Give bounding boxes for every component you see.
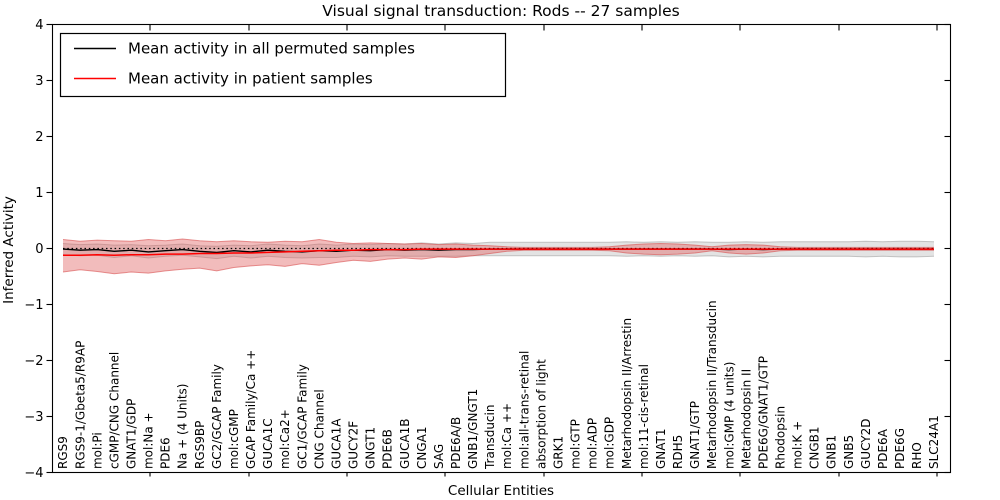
y-tick-label: −3 [24, 410, 43, 425]
patient-mean-line [63, 248, 934, 256]
x-tick-label: mol:Pi [90, 432, 104, 469]
x-tick-label: Metarhodopsin II/Arrestin [620, 318, 634, 469]
x-tick-label: SAG [432, 444, 446, 469]
x-tick-label: GNB1/GNGT1 [466, 389, 480, 469]
x-tick-label: CNG Channel [312, 389, 326, 469]
x-tick-label: mol:GMP (4 units) [722, 362, 736, 469]
band-upper-edge [62, 238, 934, 248]
tick-layer [46, 23, 951, 477]
x-tick-label: mol:all-trans-retinal [517, 351, 531, 469]
x-tick-label: Rhodopsin [774, 406, 788, 469]
x-tick-label: GNB1 [825, 435, 839, 469]
x-tick-label: GUCY2D [859, 419, 873, 469]
legend-label-patient: Mean activity in patient samples [128, 70, 373, 88]
x-tick-label: Transducin [483, 405, 497, 470]
legend-box [59, 32, 507, 98]
x-tick-label: RDH5 [671, 435, 685, 469]
x-tick-label: GUCA1B [398, 418, 412, 469]
y-tick-label: 0 [35, 242, 43, 257]
x-tick-label: Metarhodopsin II [739, 369, 753, 469]
x-tick-label: PDE6A/B [449, 417, 463, 469]
x-tick-label: cGMP/CNG Channel [107, 352, 121, 469]
x-tick-label: absorption of light [534, 359, 548, 469]
x-tick-label: RGS9-1/Gbeta5/R9AP [73, 341, 87, 469]
x-tick-label: mol:GDP [603, 417, 617, 469]
x-tick-label: SLC24A1 [927, 415, 941, 469]
band-upper-edge [62, 240, 935, 247]
y-tick-label: 1 [35, 186, 43, 201]
x-tick-label: GRK1 [552, 436, 566, 469]
x-tick-label: CNGA1 [415, 427, 429, 470]
x-axis-label: Cellular Entities [448, 483, 554, 499]
x-tick-label: mol:ADP [586, 418, 600, 469]
x-tick-label: GUCY2F [347, 421, 361, 469]
x-tick-label: PDE6G [893, 428, 907, 469]
legend: Mean activity in all permuted samples Me… [59, 32, 507, 98]
y-axis-label: Inferred Activity [1, 196, 17, 304]
x-tick-label: GC2/GCAP Family [210, 364, 224, 469]
x-tick-label: GNB5 [842, 435, 856, 469]
x-tick-label: mol:GTP [569, 419, 583, 469]
band-lower-edge [62, 249, 934, 275]
y-tick-label: −2 [24, 354, 43, 369]
band-lower-edge [62, 254, 935, 260]
y-tick-label: −4 [24, 466, 43, 481]
x-tick-label: PDE6 [159, 437, 173, 469]
x-tick-label: GNAT1/GDP [125, 399, 139, 469]
x-tick-label: GNAT1/GTP [688, 401, 702, 469]
y-tick-label: −1 [24, 298, 43, 313]
x-tick-label: RGS9 [56, 436, 70, 469]
x-tick-label: mol:11-cis-retinal [637, 364, 651, 469]
y-tick-label: 2 [35, 130, 43, 145]
x-tick-label: GC1/GCAP Family [295, 364, 309, 469]
x-tick-label: mol:K + [791, 421, 805, 469]
y-tick-label: 3 [35, 74, 43, 89]
x-tick-label: mol:cGMP [227, 409, 241, 469]
x-tick-label: PDE6G/GNAT1/GTP [756, 356, 770, 469]
permuted-range-band [63, 241, 934, 259]
x-tick-label: GUCA1C [261, 418, 275, 469]
line-layer [62, 247, 934, 256]
x-tick-label: Na + (4 Units) [176, 383, 190, 469]
x-tick-label: GNAT1 [654, 428, 668, 469]
band-layer [62, 238, 935, 275]
x-tick-label: PDE6B [381, 429, 395, 469]
x-tick-label: mol:Ca2+ [278, 409, 292, 469]
x-tick-label: GUCA1A [330, 418, 344, 469]
x-tick-label: PDE6A [876, 428, 890, 469]
x-tick-label: Metarhodopsin II/Transducin [705, 300, 719, 469]
x-tick-label: mol:Na + [142, 412, 156, 469]
x-tick-label: RGS9BP [193, 421, 207, 469]
x-tick-label: mol:Ca ++ [500, 403, 514, 469]
x-tick-label: GNGT1 [364, 427, 378, 469]
legend-label-permuted: Mean activity in all permuted samples [128, 40, 415, 58]
patient-range-band [63, 239, 934, 274]
x-tick-label: GCAP Family/Ca ++ [244, 350, 258, 469]
y-tick-label: 4 [35, 18, 43, 33]
x-tick-label: CNGB1 [808, 426, 822, 469]
x-tick-label: RHO [910, 442, 924, 469]
chart-title: Visual signal transduction: Rods -- 27 s… [322, 2, 679, 20]
